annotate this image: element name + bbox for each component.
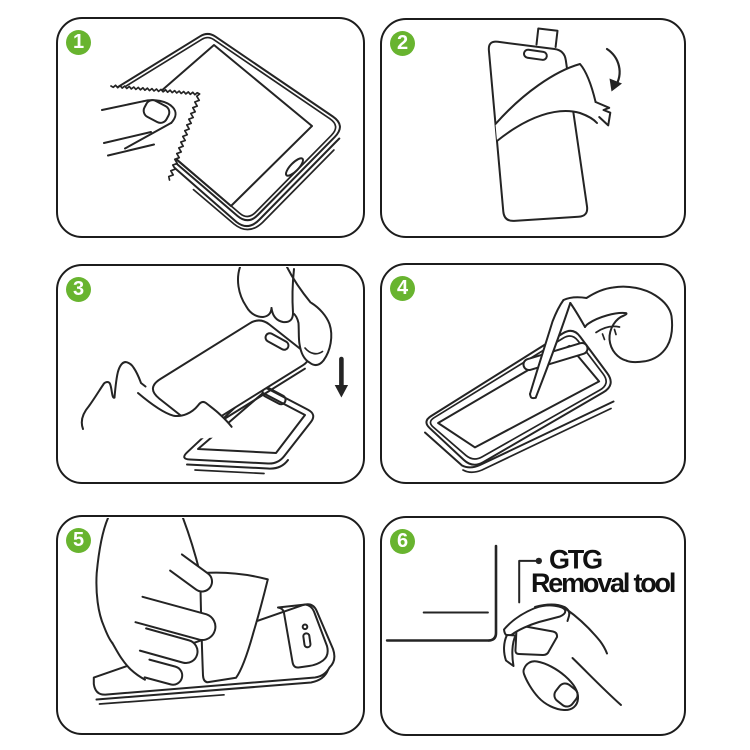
svg-text:Removal tool: Removal tool: [531, 568, 675, 598]
svg-text:GTG: GTG: [549, 545, 602, 575]
